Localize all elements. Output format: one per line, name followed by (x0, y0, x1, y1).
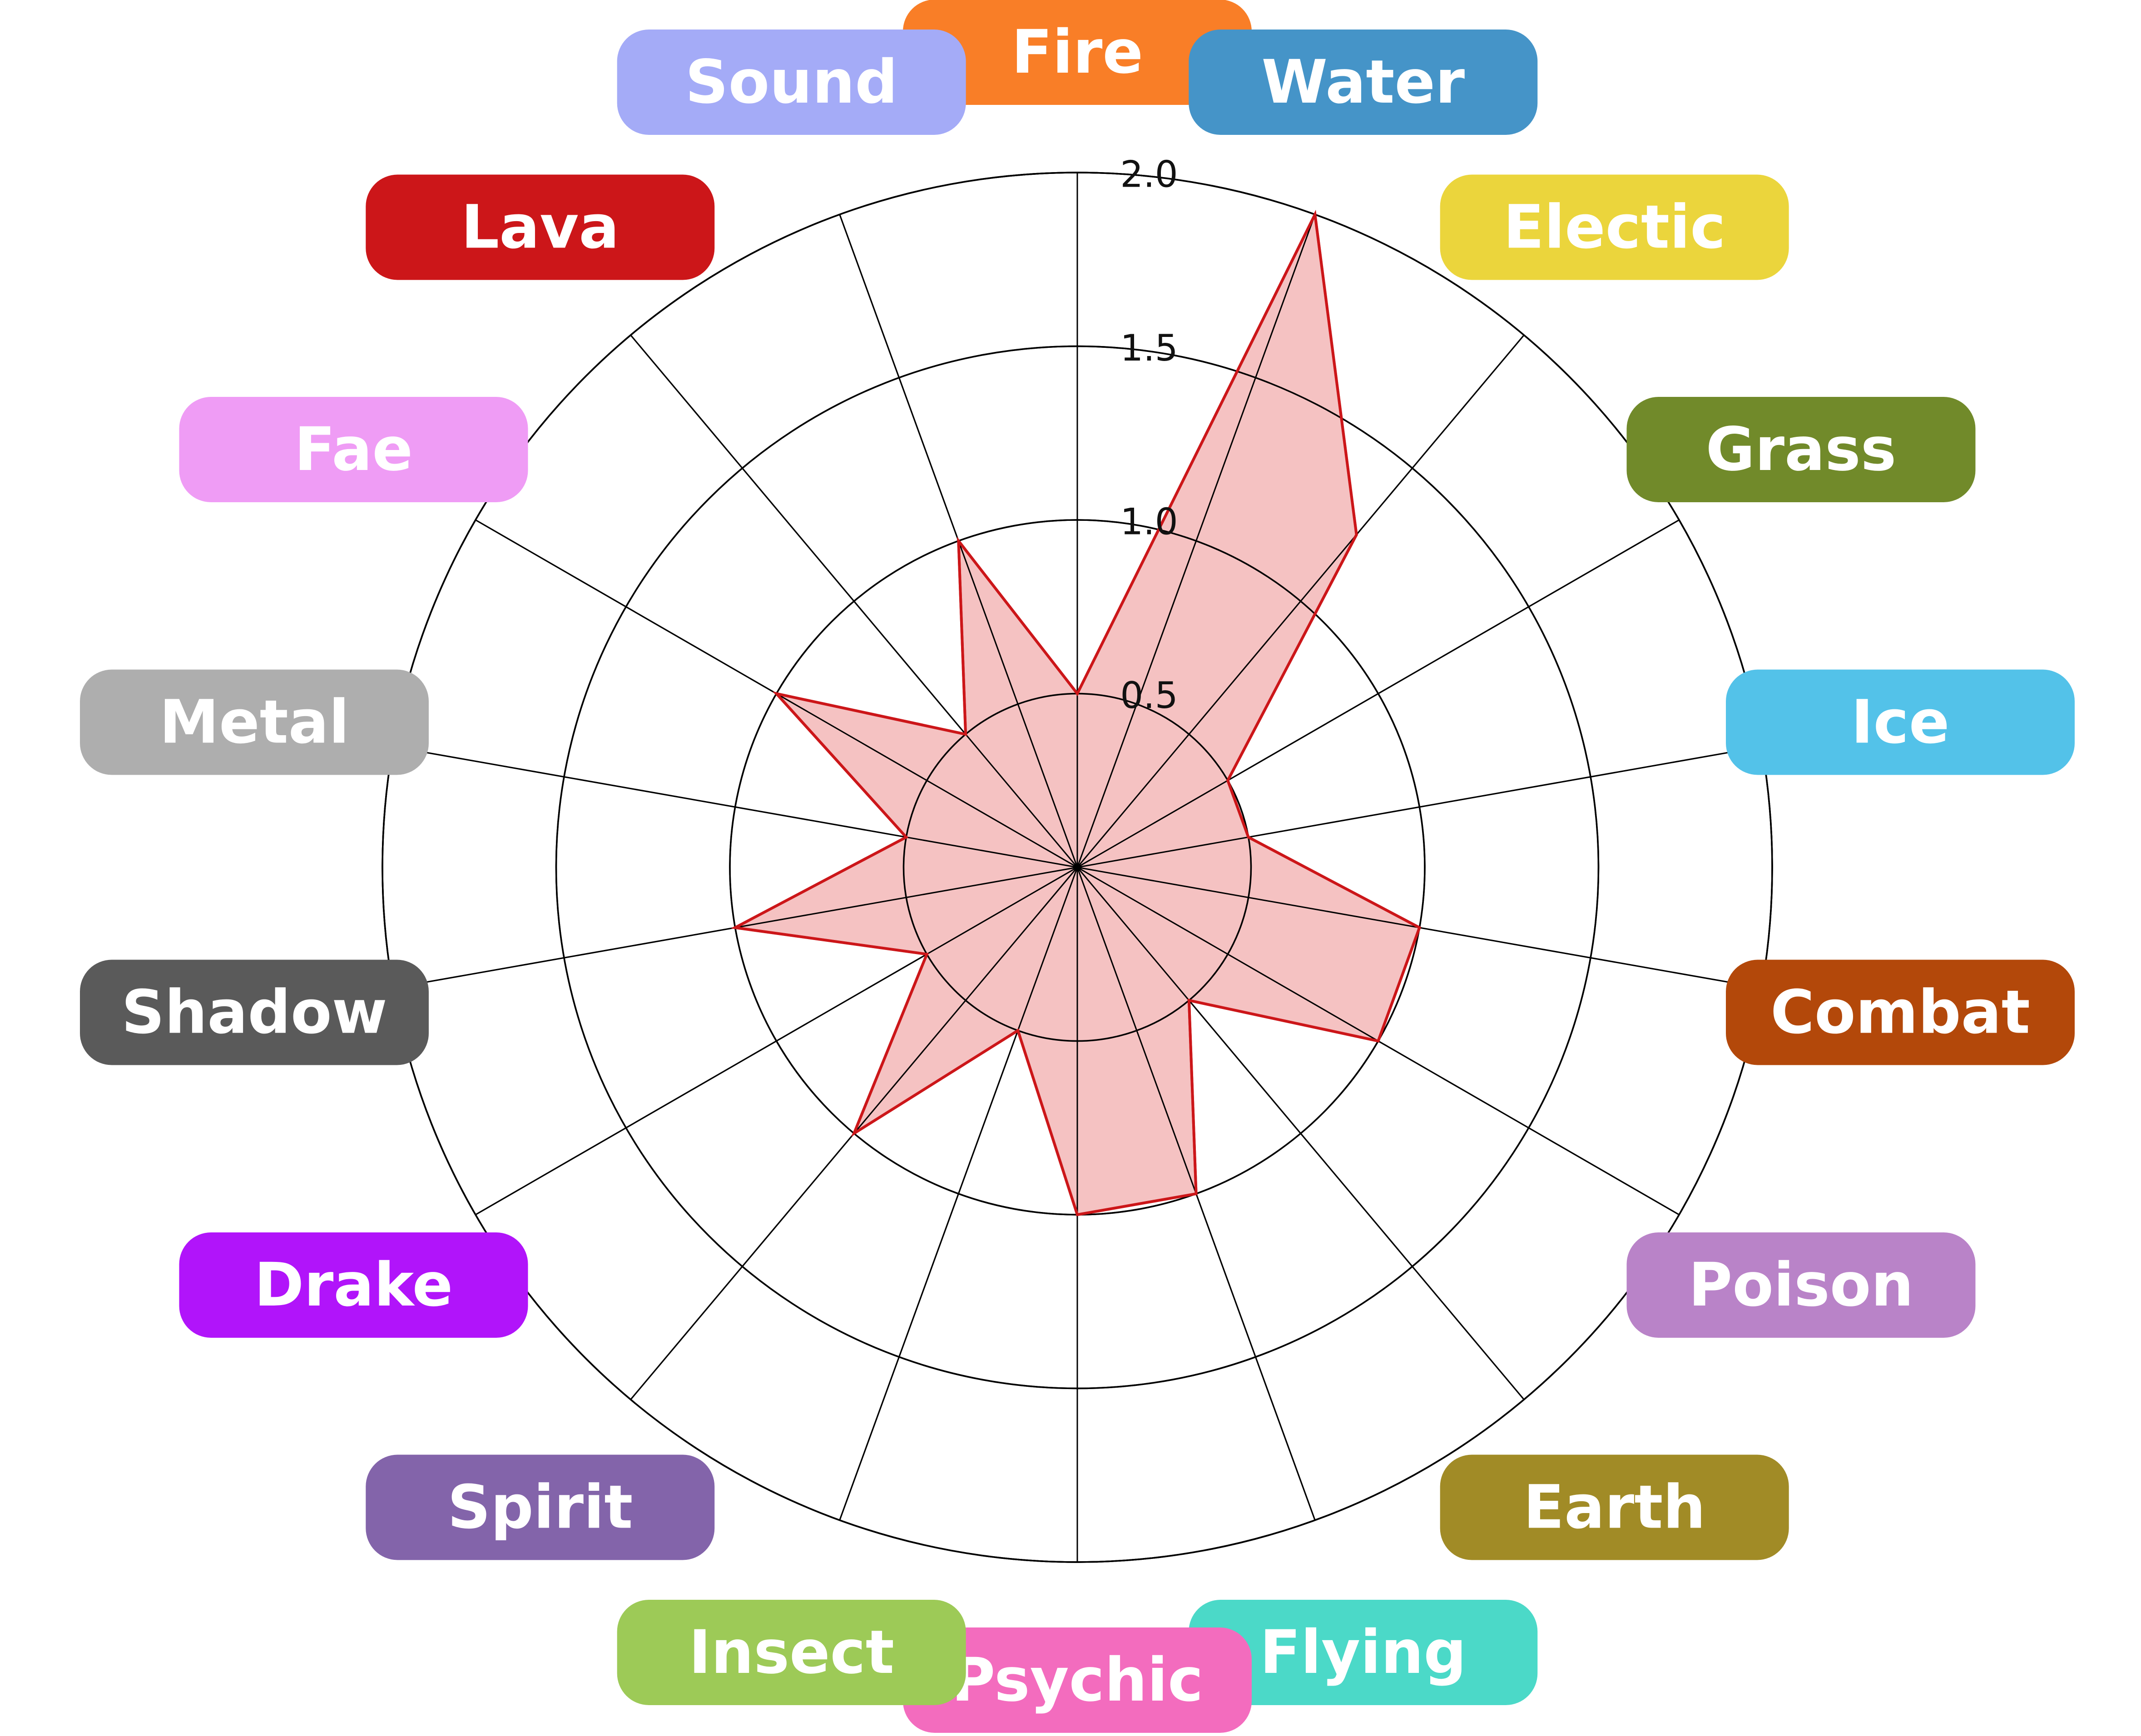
category-labels: Fire WaterElecticGrassIceCombatPoisonEart… (80, 0, 2075, 1733)
data-point-fire (1076, 692, 1079, 695)
category-label-poison: Poison (1626, 1232, 1976, 1338)
category-pill-poison (1626, 1232, 1976, 1338)
category-text-combat: Combat (1770, 978, 2030, 1048)
category-pill-spirit (366, 1454, 715, 1560)
category-label-combat: Combat (1726, 959, 2075, 1065)
category-label-drake: Drake (179, 1232, 528, 1338)
ring-overlay-4 (382, 172, 1773, 1563)
data-point-metal (905, 836, 908, 839)
data-point-combat (1418, 926, 1421, 929)
category-pill-metal (80, 669, 429, 775)
category-text-drake: Drake (254, 1250, 453, 1320)
data-point-flying (1194, 1192, 1198, 1195)
data-point-grass (1226, 779, 1229, 782)
category-label-lava: Lava (366, 174, 715, 280)
data-point-ice (1247, 836, 1250, 839)
data-point-electic (1355, 533, 1358, 536)
category-pill-drake (179, 1232, 528, 1338)
data-point-earth (1187, 999, 1190, 1002)
data-point-lava (964, 732, 967, 736)
data-point-sound (957, 539, 960, 543)
category-text-spirit: Spirit (447, 1473, 633, 1543)
tick-label-3: 1.5 (1120, 327, 1178, 369)
category-label-shadow: Shadow (80, 959, 429, 1065)
category-pill-fae (179, 397, 528, 502)
category-pill-psychic (903, 1627, 1252, 1733)
category-pill-insect (617, 1600, 966, 1705)
category-text-insect: Insect (689, 1617, 894, 1687)
category-text-ice: Ice (1851, 687, 1950, 757)
radial-tick-labels: 0.5 1.0 1.5 2.0 (1120, 153, 1178, 717)
category-text-water: Water (1261, 47, 1465, 117)
category-text-fire: Fire (1011, 17, 1143, 87)
category-label-electic: Electic (1440, 174, 1789, 280)
tick-label-4: 2.0 (1120, 153, 1178, 196)
tick-label-2: 1.0 (1120, 501, 1178, 543)
data-point-water (1313, 213, 1317, 216)
category-text-lava: Lava (461, 193, 619, 262)
category-label-ice: Ice (1726, 669, 2075, 775)
category-text-earth: Earth (1523, 1473, 1705, 1543)
category-pill-sound (617, 30, 966, 135)
category-text-flying: Flying (1260, 1617, 1467, 1687)
category-pill-ice (1726, 669, 2075, 775)
category-text-electic: Electic (1503, 193, 1726, 262)
ring-overlay-3 (555, 345, 1600, 1390)
data-point-insect (1016, 1029, 1020, 1032)
category-label-flying: Flying (1189, 1600, 1538, 1705)
category-pill-water (1189, 30, 1538, 135)
category-pill-lava (366, 174, 715, 280)
category-text-grass: Grass (1706, 415, 1897, 485)
category-text-psychic: Psychic (952, 1645, 1204, 1715)
data-point-shadow (733, 926, 737, 929)
category-text-sound: Sound (685, 47, 898, 117)
category-label-fae: Fae (179, 397, 528, 502)
category-text-poison: Poison (1689, 1250, 1914, 1320)
category-pill-grass (1626, 397, 1976, 502)
data-point-psychic (1076, 1213, 1079, 1216)
category-text-metal: Metal (159, 687, 349, 757)
data-point-fae (775, 692, 778, 695)
series-layer (382, 172, 1773, 1563)
category-label-sound: Sound (617, 30, 966, 135)
category-pill-flying (1189, 1600, 1538, 1705)
category-label-fire: Fire (903, 0, 1252, 105)
category-text-shadow: Shadow (121, 978, 387, 1048)
category-label-spirit: Spirit (366, 1454, 715, 1560)
category-label-earth: Earth (1440, 1454, 1789, 1560)
category-label-water: Water (1189, 30, 1538, 135)
category-text-fae: Fae (294, 415, 413, 485)
data-point-poison (1377, 1039, 1380, 1043)
category-pill-fire (903, 0, 1252, 105)
category-label-insect: Insect (617, 1600, 966, 1705)
category-pill-combat (1726, 959, 2075, 1065)
category-label-grass: Grass (1626, 397, 1976, 502)
category-pill-earth (1440, 1454, 1789, 1560)
category-pill-shadow (80, 959, 429, 1065)
category-label-psychic: Psychic (903, 1627, 1252, 1733)
category-label-metal: Metal (80, 669, 429, 775)
data-point-drake (925, 953, 928, 956)
tick-label-1: 0.5 (1120, 674, 1178, 717)
category-pill-electic (1440, 174, 1789, 280)
data-point-spirit (852, 1132, 856, 1135)
